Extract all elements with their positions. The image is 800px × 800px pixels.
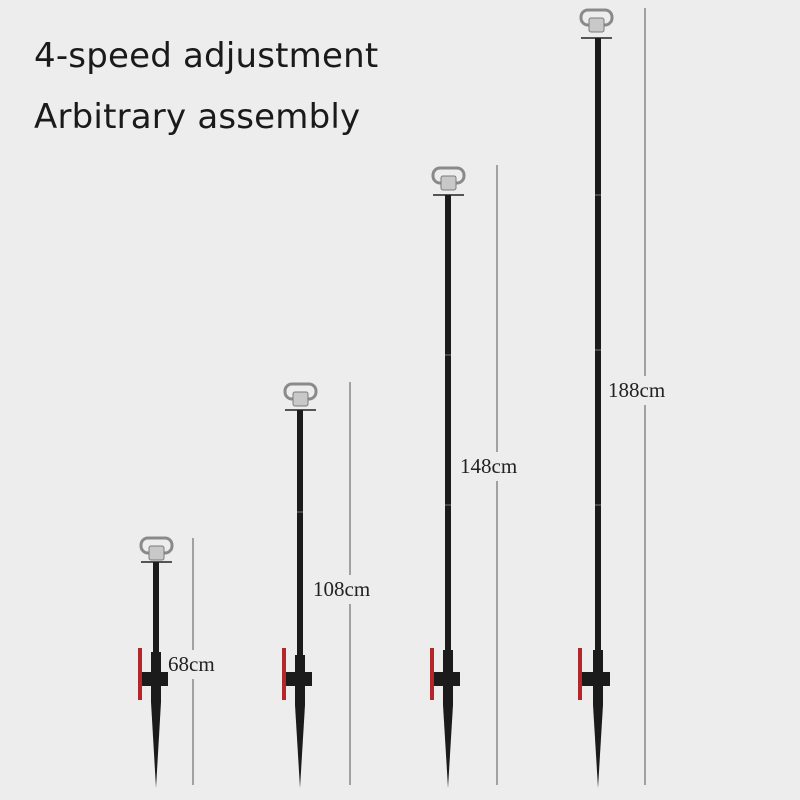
headline-assembly: Arbitrary assembly [34, 97, 361, 137]
length-label-188: 188cm [608, 376, 666, 405]
pole-bracket [582, 672, 610, 686]
pole-shaft [153, 562, 159, 652]
length-label-68: 68cm [168, 650, 215, 679]
pole-108 [282, 382, 351, 788]
pole-shaft [595, 38, 601, 650]
pole-head-icon [283, 382, 318, 411]
pole-bracket [432, 672, 460, 686]
red-clip-icon [430, 648, 434, 700]
red-clip-icon [578, 648, 582, 700]
length-label-148: 148cm [460, 452, 518, 481]
headline-speed: 4-speed adjustment [34, 36, 379, 76]
pole-spike [151, 702, 161, 788]
red-clip-icon [138, 648, 142, 700]
pole-68 [138, 536, 194, 788]
pole-shaft [297, 410, 303, 655]
red-clip-icon [282, 648, 286, 700]
pole-shaft [445, 195, 451, 650]
pole-bracket [140, 672, 168, 686]
pole-head-icon [579, 8, 614, 39]
pole-head-icon [139, 536, 174, 563]
pole-bracket [284, 672, 312, 686]
pole-spike [295, 705, 305, 788]
pole-head-icon [431, 166, 466, 196]
pole-spike [593, 705, 603, 788]
pole-spike [443, 705, 453, 788]
length-label-108: 108cm [313, 575, 371, 604]
